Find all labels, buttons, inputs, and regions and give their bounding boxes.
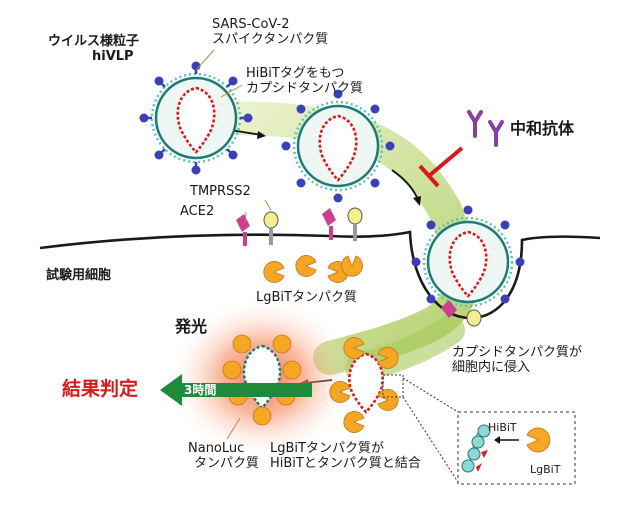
test-cell-label: 試験用細胞 [46,268,112,283]
capsid-invade-label-1: カプシドタンパク質が [452,345,583,360]
tmprss2-receptor-icon [263,211,279,245]
hibit-capsid-label-1: HiBiTタグをもつ [246,66,345,81]
neutralizing-antibody-label: 中和抗体 [510,119,575,138]
direction-arrow-1 [229,129,266,139]
luminescence-label: 発光 [175,317,208,336]
lgbit-binding-label-1: LgBiTタンパク質が [270,441,384,456]
zoom-source-box [382,374,404,398]
hibit-chain-icon [461,424,551,473]
hibit-inset-label: HiBiT [488,421,517,434]
spike-label-1: SARS-CoV-2 [212,17,290,32]
leader-lines [195,49,272,440]
nanoluc-label-1: NanoLuc [188,441,245,456]
result-label: 結果判定 [62,378,139,400]
tmprss2-receptor-icon-3 [466,309,482,327]
capsid-invade-label-2: 細胞内に侵入 [452,360,531,375]
ace2-receptor-icon-2 [322,208,336,240]
nanoluc-label-2: タンパク質 [194,456,260,471]
hibit-capsid-label-2: カプシドタンパク質 [246,81,364,96]
lgbit-binding-label-2: HiBiTとタンパク質と結合 [270,456,421,471]
direction-arrow-2 [391,169,421,206]
result-arrow [160,374,312,406]
cell-membrane [39,230,601,320]
virus-title: ウイルス様粒子 [48,34,140,49]
ace2-receptor-icon-3 [441,300,457,318]
lgbit-pacman-inset-icon [526,427,551,453]
antibody-icon [467,110,504,147]
virion-icon-2 [281,89,395,203]
zoom-line-1 [402,377,459,413]
lgbit-protein-label: LgBiTタンパク質 [256,290,357,305]
tmprss2-receptor-icon-2 [347,207,363,241]
virion-icon-3 [411,205,525,308]
ace2-label: ACE2 [180,204,215,219]
virion-icon [139,61,253,175]
virus-title-abbrev: hiVLP [92,49,134,64]
inhibition-arrow [418,146,464,188]
lgbit-pacman-icon [263,255,363,283]
spike-label-2: スパイクタンパク質 [212,32,329,47]
zoom-line-2 [402,396,459,483]
ace2-receptor-icon [236,214,250,246]
hours-label: 3時間 [184,383,217,397]
lgbit-inset-label: LgBiT [530,463,561,476]
tmprss2-label: TMPRSS2 [190,184,251,199]
